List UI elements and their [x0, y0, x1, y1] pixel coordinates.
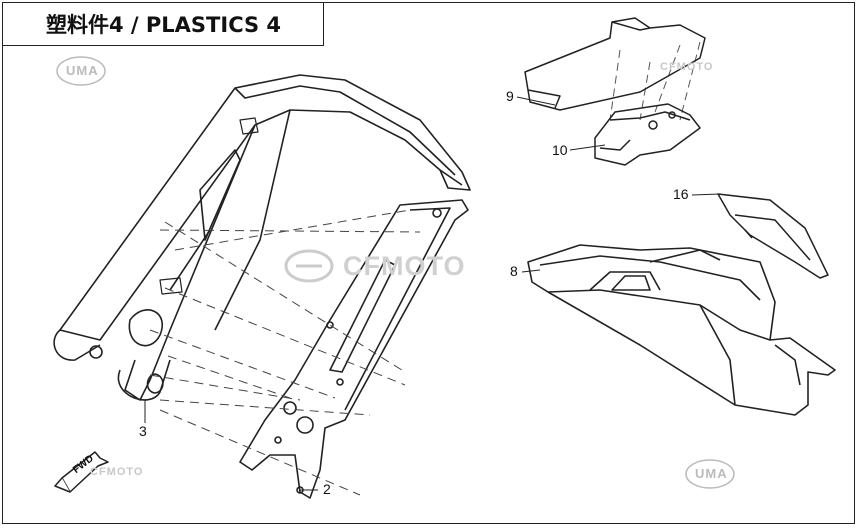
- part-3-rear-frame: [53, 74, 471, 420]
- cfmoto-emblem-icon: [284, 249, 334, 283]
- part-10-mount: [594, 103, 701, 166]
- cfmoto-watermark-center: CFMOTO: [343, 251, 466, 281]
- callout-leaders: [144, 96, 721, 491]
- page-title-text: 塑料件4 / PLASTICS 4: [46, 12, 282, 37]
- uma-logo-top-left: [56, 56, 106, 86]
- fwd-arrow-icon: [54, 451, 109, 493]
- cfmoto-watermark-bottom-left: CFMOTO: [90, 466, 144, 478]
- part-9-cover: [524, 17, 706, 111]
- assembly-guide-lines-right: [609, 41, 701, 121]
- callout-2: 2: [323, 481, 331, 497]
- uma-logo-bottom-right: [685, 459, 735, 489]
- callout-8: 8: [510, 263, 518, 279]
- page-title: 塑料件4 / PLASTICS 4: [2, 2, 324, 46]
- part-8-fender: [527, 244, 836, 416]
- callout-3: 3: [139, 423, 147, 439]
- callout-10: 10: [552, 142, 568, 158]
- callout-16: 16: [673, 186, 689, 202]
- assembly-guide-lines: [149, 209, 421, 496]
- uma-badge-bottom-right: UMA: [695, 466, 728, 481]
- uma-badge-top-left: UMA: [66, 63, 99, 78]
- cfmoto-watermark-top-right: CFMOTO: [660, 61, 714, 73]
- part-16-clip: [717, 193, 829, 279]
- callout-9: 9: [506, 88, 514, 104]
- part-2-bracket: [239, 199, 469, 499]
